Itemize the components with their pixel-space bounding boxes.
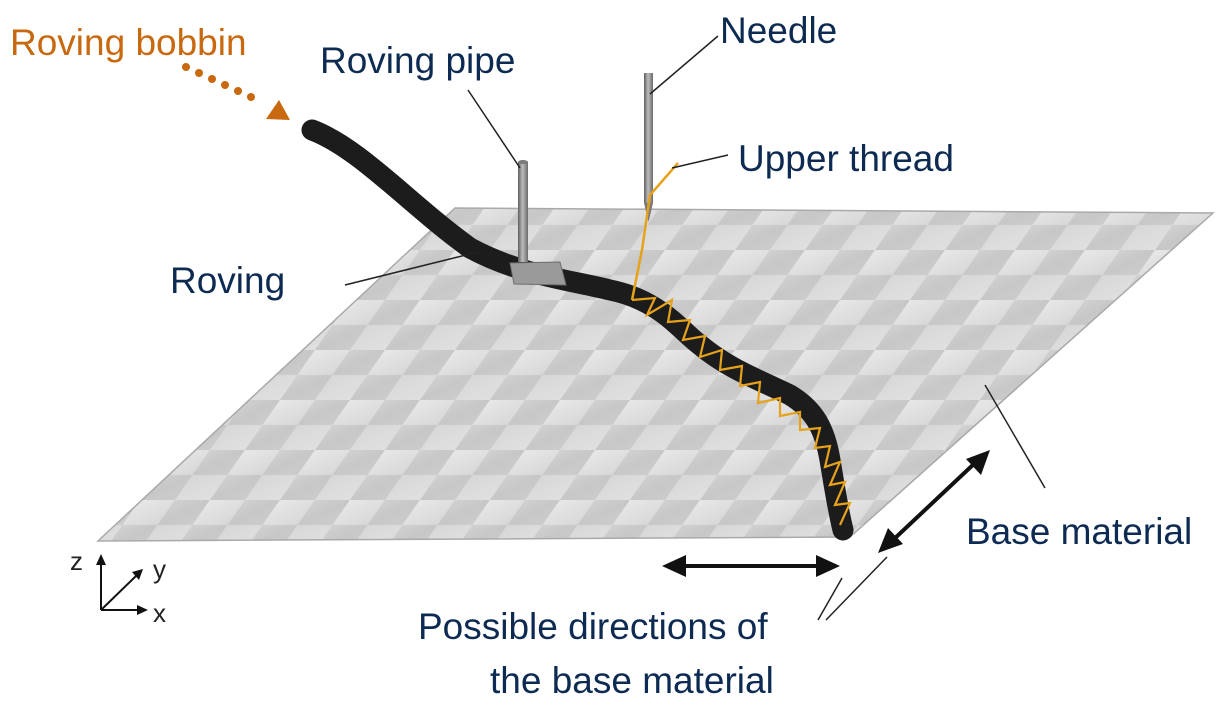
- leader-directions-b: [825, 556, 888, 621]
- leader-roving: [344, 251, 479, 286]
- needle-label: Needle: [720, 10, 838, 51]
- y-axis-label: y: [153, 554, 166, 584]
- leader-upper-thread: [671, 154, 729, 169]
- leader-roving-pipe: [467, 89, 521, 169]
- roving-pipe: [518, 162, 528, 262]
- roving-bobbin-arrow: [182, 63, 290, 120]
- roving-pipe-top: [518, 160, 528, 164]
- stitch-zigzag: [631, 296, 852, 526]
- z-axis-label: z: [70, 546, 83, 576]
- roving-bobbin-label: Roving bobbin: [10, 22, 247, 63]
- leader-base-material: [984, 384, 1046, 489]
- base-material-plate: [96, 207, 1215, 542]
- coordinate-axes: [96, 554, 148, 615]
- x-axis-label: x: [153, 598, 166, 628]
- needle-shaft: [644, 73, 653, 203]
- roving-label: Roving: [170, 260, 286, 301]
- x-direction-arrow: [662, 555, 840, 577]
- y-direction-arrow: [878, 450, 990, 553]
- leader-needle: [649, 35, 719, 95]
- leader-directions-a: [817, 577, 843, 621]
- upper-thread-label: Upper thread: [738, 138, 954, 179]
- upper-thread: [630, 162, 679, 301]
- directions-label-line2: the base material: [490, 660, 774, 701]
- roving-pipe-collar: [509, 261, 567, 286]
- base-material-label: Base material: [966, 511, 1193, 552]
- directions-label-line1: Possible directions of: [418, 606, 768, 647]
- roving-pipe-label: Roving pipe: [320, 40, 516, 81]
